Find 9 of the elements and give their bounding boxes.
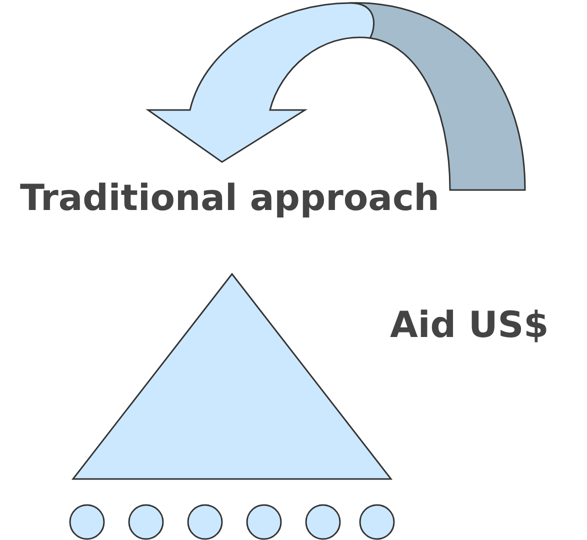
- circle-shape: [187, 504, 223, 540]
- caption-text: Aid US$: [390, 305, 549, 346]
- caption-text: Traditional approach: [20, 178, 440, 219]
- circle-shape: [359, 504, 395, 540]
- circle-shape: [305, 504, 341, 540]
- circle-shape: [69, 504, 105, 540]
- triangle-shape: [72, 273, 392, 480]
- circle-shape: [128, 504, 164, 540]
- circle-shape: [246, 504, 282, 540]
